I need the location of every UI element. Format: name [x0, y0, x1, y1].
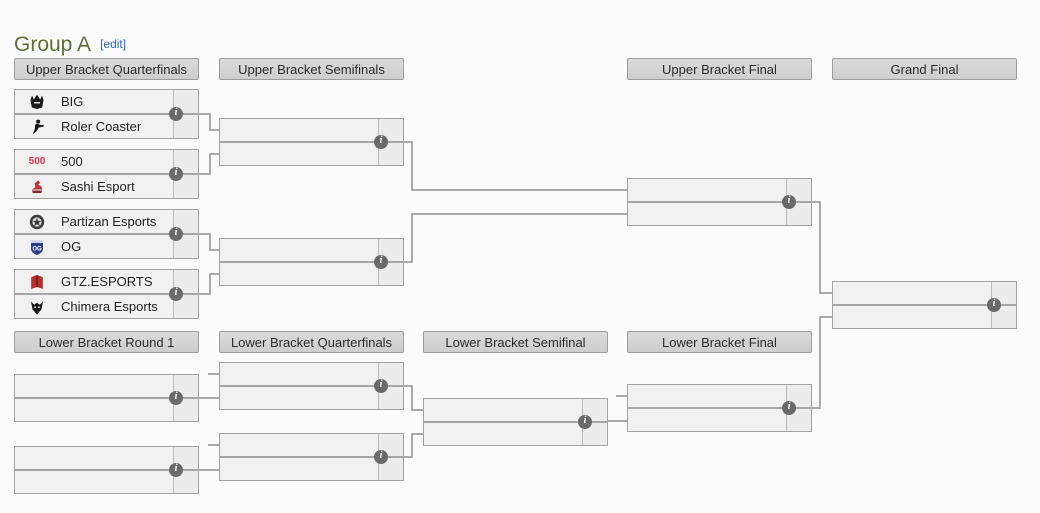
match-lb-quarterfinal-1: i	[219, 362, 404, 410]
match-ub-quarterfinal-3: Partizan Esports OG OG i	[14, 209, 199, 259]
match-ub-quarterfinal-1: BIG Roler Coaster i	[14, 89, 199, 139]
score-cell	[378, 458, 403, 480]
partizan-esports-logo	[15, 214, 52, 230]
team-row-empty[interactable]	[628, 407, 811, 431]
team-row-empty[interactable]	[220, 141, 403, 165]
round-header-grand-final: Grand Final	[832, 58, 1017, 80]
match-lb-round1-1: i	[14, 374, 199, 422]
score-cell	[378, 263, 403, 285]
info-icon[interactable]: i	[578, 415, 592, 429]
info-icon[interactable]: i	[987, 298, 1001, 312]
match-ub-semifinal-2: i	[219, 238, 404, 286]
group-title-text: Group A	[14, 33, 92, 56]
info-icon[interactable]: i	[169, 391, 183, 405]
round-header-lower-final: Lower Bracket Final	[627, 331, 812, 353]
roler-coaster-logo	[15, 119, 52, 135]
score-cell	[378, 143, 403, 165]
team-name[interactable]: GTZ.ESPORTS	[61, 274, 153, 289]
500-logo: 500	[28, 156, 46, 167]
info-icon[interactable]: i	[169, 287, 183, 301]
og-logo: OG	[15, 239, 52, 255]
match-lb-semifinal: i	[423, 398, 608, 446]
team-name[interactable]: 500	[61, 154, 83, 169]
score-cell	[173, 235, 198, 258]
score-cell	[582, 423, 607, 445]
team-row-roler-coaster[interactable]: Roler Coaster	[15, 113, 198, 138]
team-row-empty[interactable]	[220, 261, 403, 285]
team-name[interactable]: Sashi Esport	[61, 179, 135, 194]
round-header-lower-quarterfinals: Lower Bracket Quarterfinals	[219, 331, 404, 353]
info-icon[interactable]: i	[374, 450, 388, 464]
team-row-empty[interactable]	[15, 469, 198, 493]
score-cell	[173, 295, 198, 318]
match-lb-quarterfinal-2: i	[219, 433, 404, 481]
score-cell	[173, 471, 198, 493]
info-icon[interactable]: i	[169, 227, 183, 241]
score-cell	[173, 175, 198, 198]
team-name[interactable]: BIG	[61, 94, 84, 109]
team-row-empty[interactable]	[833, 304, 1016, 328]
team-row-chimera-esports[interactable]: Chimera Esports	[15, 293, 198, 318]
score-cell	[786, 409, 811, 431]
team-name[interactable]: Chimera Esports	[61, 299, 158, 314]
round-header-upper-semifinals: Upper Bracket Semifinals	[219, 58, 404, 80]
match-ub-semifinal-1: i	[219, 118, 404, 166]
match-ub-quarterfinal-2: 500 500 Sashi Esport i	[14, 149, 199, 199]
info-icon[interactable]: i	[782, 195, 796, 209]
edit-link[interactable]: [edit]	[100, 37, 127, 51]
match-grand-final: i	[832, 281, 1017, 329]
gtz-esports-logo	[15, 274, 52, 290]
match-ub-final: i	[627, 178, 812, 226]
round-header-upper-quarterfinals: Upper Bracket Quarterfinals	[14, 58, 199, 80]
team-row-empty[interactable]	[424, 421, 607, 445]
match-lb-round1-2: i	[14, 446, 199, 494]
round-header-lower-round1: Lower Bracket Round 1	[14, 331, 199, 353]
info-icon[interactable]: i	[374, 379, 388, 393]
info-icon[interactable]: i	[782, 401, 796, 415]
score-cell	[378, 387, 403, 409]
sashi-esport-logo	[15, 179, 52, 195]
team-row-empty[interactable]	[628, 201, 811, 225]
info-icon[interactable]: i	[169, 167, 183, 181]
team-name[interactable]: OG	[61, 239, 82, 254]
score-cell	[173, 399, 198, 421]
info-icon[interactable]: i	[169, 107, 183, 121]
score-cell	[991, 306, 1016, 328]
team-row-sashi-esport[interactable]: Sashi Esport	[15, 173, 198, 198]
svg-text:OG: OG	[32, 246, 42, 252]
chimera-esports-logo	[15, 299, 52, 315]
big-bear-logo	[15, 94, 52, 110]
score-cell	[173, 115, 198, 138]
team-row-og[interactable]: OG OG	[15, 233, 198, 258]
score-cell	[786, 203, 811, 225]
round-header-upper-final: Upper Bracket Final	[627, 58, 812, 80]
match-lb-final: i	[627, 384, 812, 432]
team-row-empty[interactable]	[15, 397, 198, 421]
match-ub-quarterfinal-4: GTZ.ESPORTS Chimera Esports i	[14, 269, 199, 319]
team-row-empty[interactable]	[220, 385, 403, 409]
team-name[interactable]: Partizan Esports	[61, 214, 157, 229]
info-icon[interactable]: i	[169, 463, 183, 477]
group-title: Group A [edit]	[14, 33, 126, 57]
team-name[interactable]: Roler Coaster	[61, 119, 142, 134]
round-header-lower-semifinal: Lower Bracket Semifinal	[423, 331, 608, 353]
info-icon[interactable]: i	[374, 255, 388, 269]
team-row-empty[interactable]	[220, 456, 403, 480]
info-icon[interactable]: i	[374, 135, 388, 149]
